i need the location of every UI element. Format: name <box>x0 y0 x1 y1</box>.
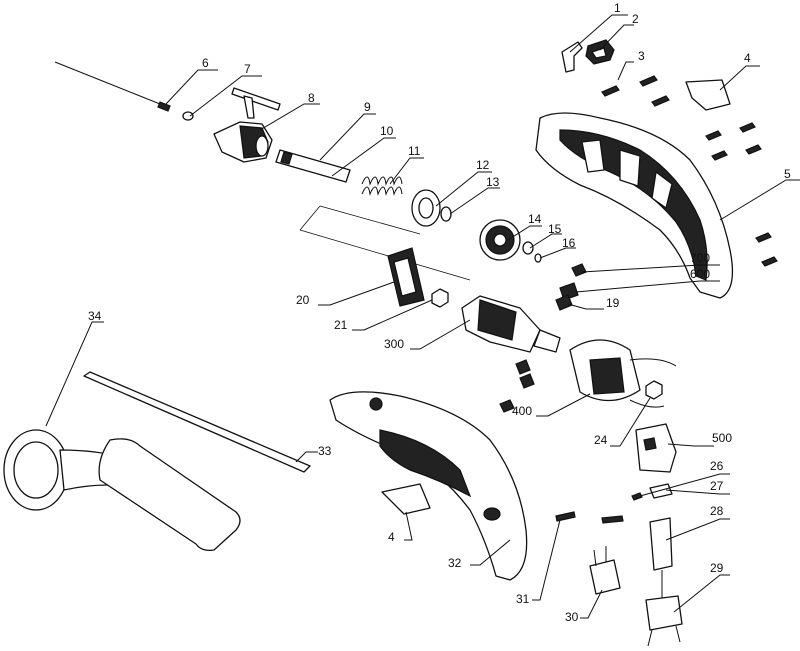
callout-labels: 1 2 3 4 5 6 7 8 9 10 11 12 13 14 15 16 7… <box>88 1 791 624</box>
part-label-plate-top <box>685 79 731 111</box>
callout-13: 13 <box>486 175 500 189</box>
callout-28: 28 <box>710 504 724 518</box>
callout-6: 6 <box>202 56 209 70</box>
callout-1: 1 <box>614 1 621 15</box>
callout-8: 8 <box>308 91 315 105</box>
part-housing-half-left <box>329 391 528 581</box>
part-screws-31 <box>555 511 624 524</box>
callout-2: 2 <box>632 12 639 26</box>
callout-400: 400 <box>512 404 532 418</box>
callout-34: 34 <box>88 309 102 323</box>
callout-32: 32 <box>448 556 462 570</box>
part-screws-right <box>705 122 778 267</box>
part-carbon-brushes <box>589 546 621 595</box>
callout-9: 9 <box>364 100 371 114</box>
part-screws-top <box>601 75 670 107</box>
callout-14: 14 <box>528 212 542 226</box>
part-housing-half <box>535 112 734 299</box>
callout-29: 29 <box>710 561 724 575</box>
callout-30: 30 <box>565 610 579 624</box>
part-nut-21 <box>431 288 449 308</box>
part-clip <box>585 39 615 65</box>
part-nut-24 <box>645 380 663 400</box>
part-switch <box>635 423 677 473</box>
part-cover-plate <box>387 247 425 307</box>
part-washer-7 <box>182 111 194 121</box>
callout-20: 20 <box>296 293 310 307</box>
part-stator <box>569 339 677 408</box>
assembly-guide-lines <box>299 205 471 281</box>
part-chuck-key <box>231 87 281 119</box>
callout-27: 27 <box>710 479 724 493</box>
part-small-washers <box>522 241 542 263</box>
callout-4-top: 4 <box>744 51 751 65</box>
callout-24: 24 <box>594 433 608 447</box>
callout-600: 600 <box>690 267 710 281</box>
leader-lines <box>45 14 800 619</box>
callout-12: 12 <box>476 158 490 172</box>
callout-4-bottom: 4 <box>388 530 395 544</box>
part-bracket <box>561 41 583 73</box>
callout-10: 10 <box>380 124 394 138</box>
callout-33: 33 <box>318 444 332 458</box>
callout-300: 300 <box>384 337 404 351</box>
part-plug <box>645 570 683 647</box>
part-bearing <box>411 189 441 227</box>
callout-26: 26 <box>710 459 724 473</box>
callout-31: 31 <box>516 592 530 606</box>
part-spring <box>361 176 403 196</box>
part-screw-clamp <box>631 483 673 501</box>
callout-700: 700 <box>690 251 710 265</box>
callout-7: 7 <box>244 62 251 76</box>
part-side-handle <box>3 429 241 552</box>
part-spindle <box>275 149 351 183</box>
part-cable-sleeve <box>649 517 673 571</box>
part-gear <box>479 219 521 261</box>
part-brush-holders <box>499 263 587 413</box>
part-chuck <box>213 121 273 163</box>
part-armature <box>461 295 561 353</box>
part-depth-rod <box>83 371 311 473</box>
callout-11: 11 <box>408 144 421 158</box>
callout-5: 5 <box>784 167 791 181</box>
part-label-plate-bottom <box>381 483 431 515</box>
callout-16: 16 <box>562 236 576 250</box>
callout-19: 19 <box>606 296 620 310</box>
callout-500: 500 <box>712 431 732 445</box>
part-screw-6 <box>54 61 171 112</box>
callout-21: 21 <box>334 318 348 332</box>
part-ring <box>440 206 452 222</box>
callout-3: 3 <box>638 49 645 63</box>
callout-15: 15 <box>548 222 562 236</box>
